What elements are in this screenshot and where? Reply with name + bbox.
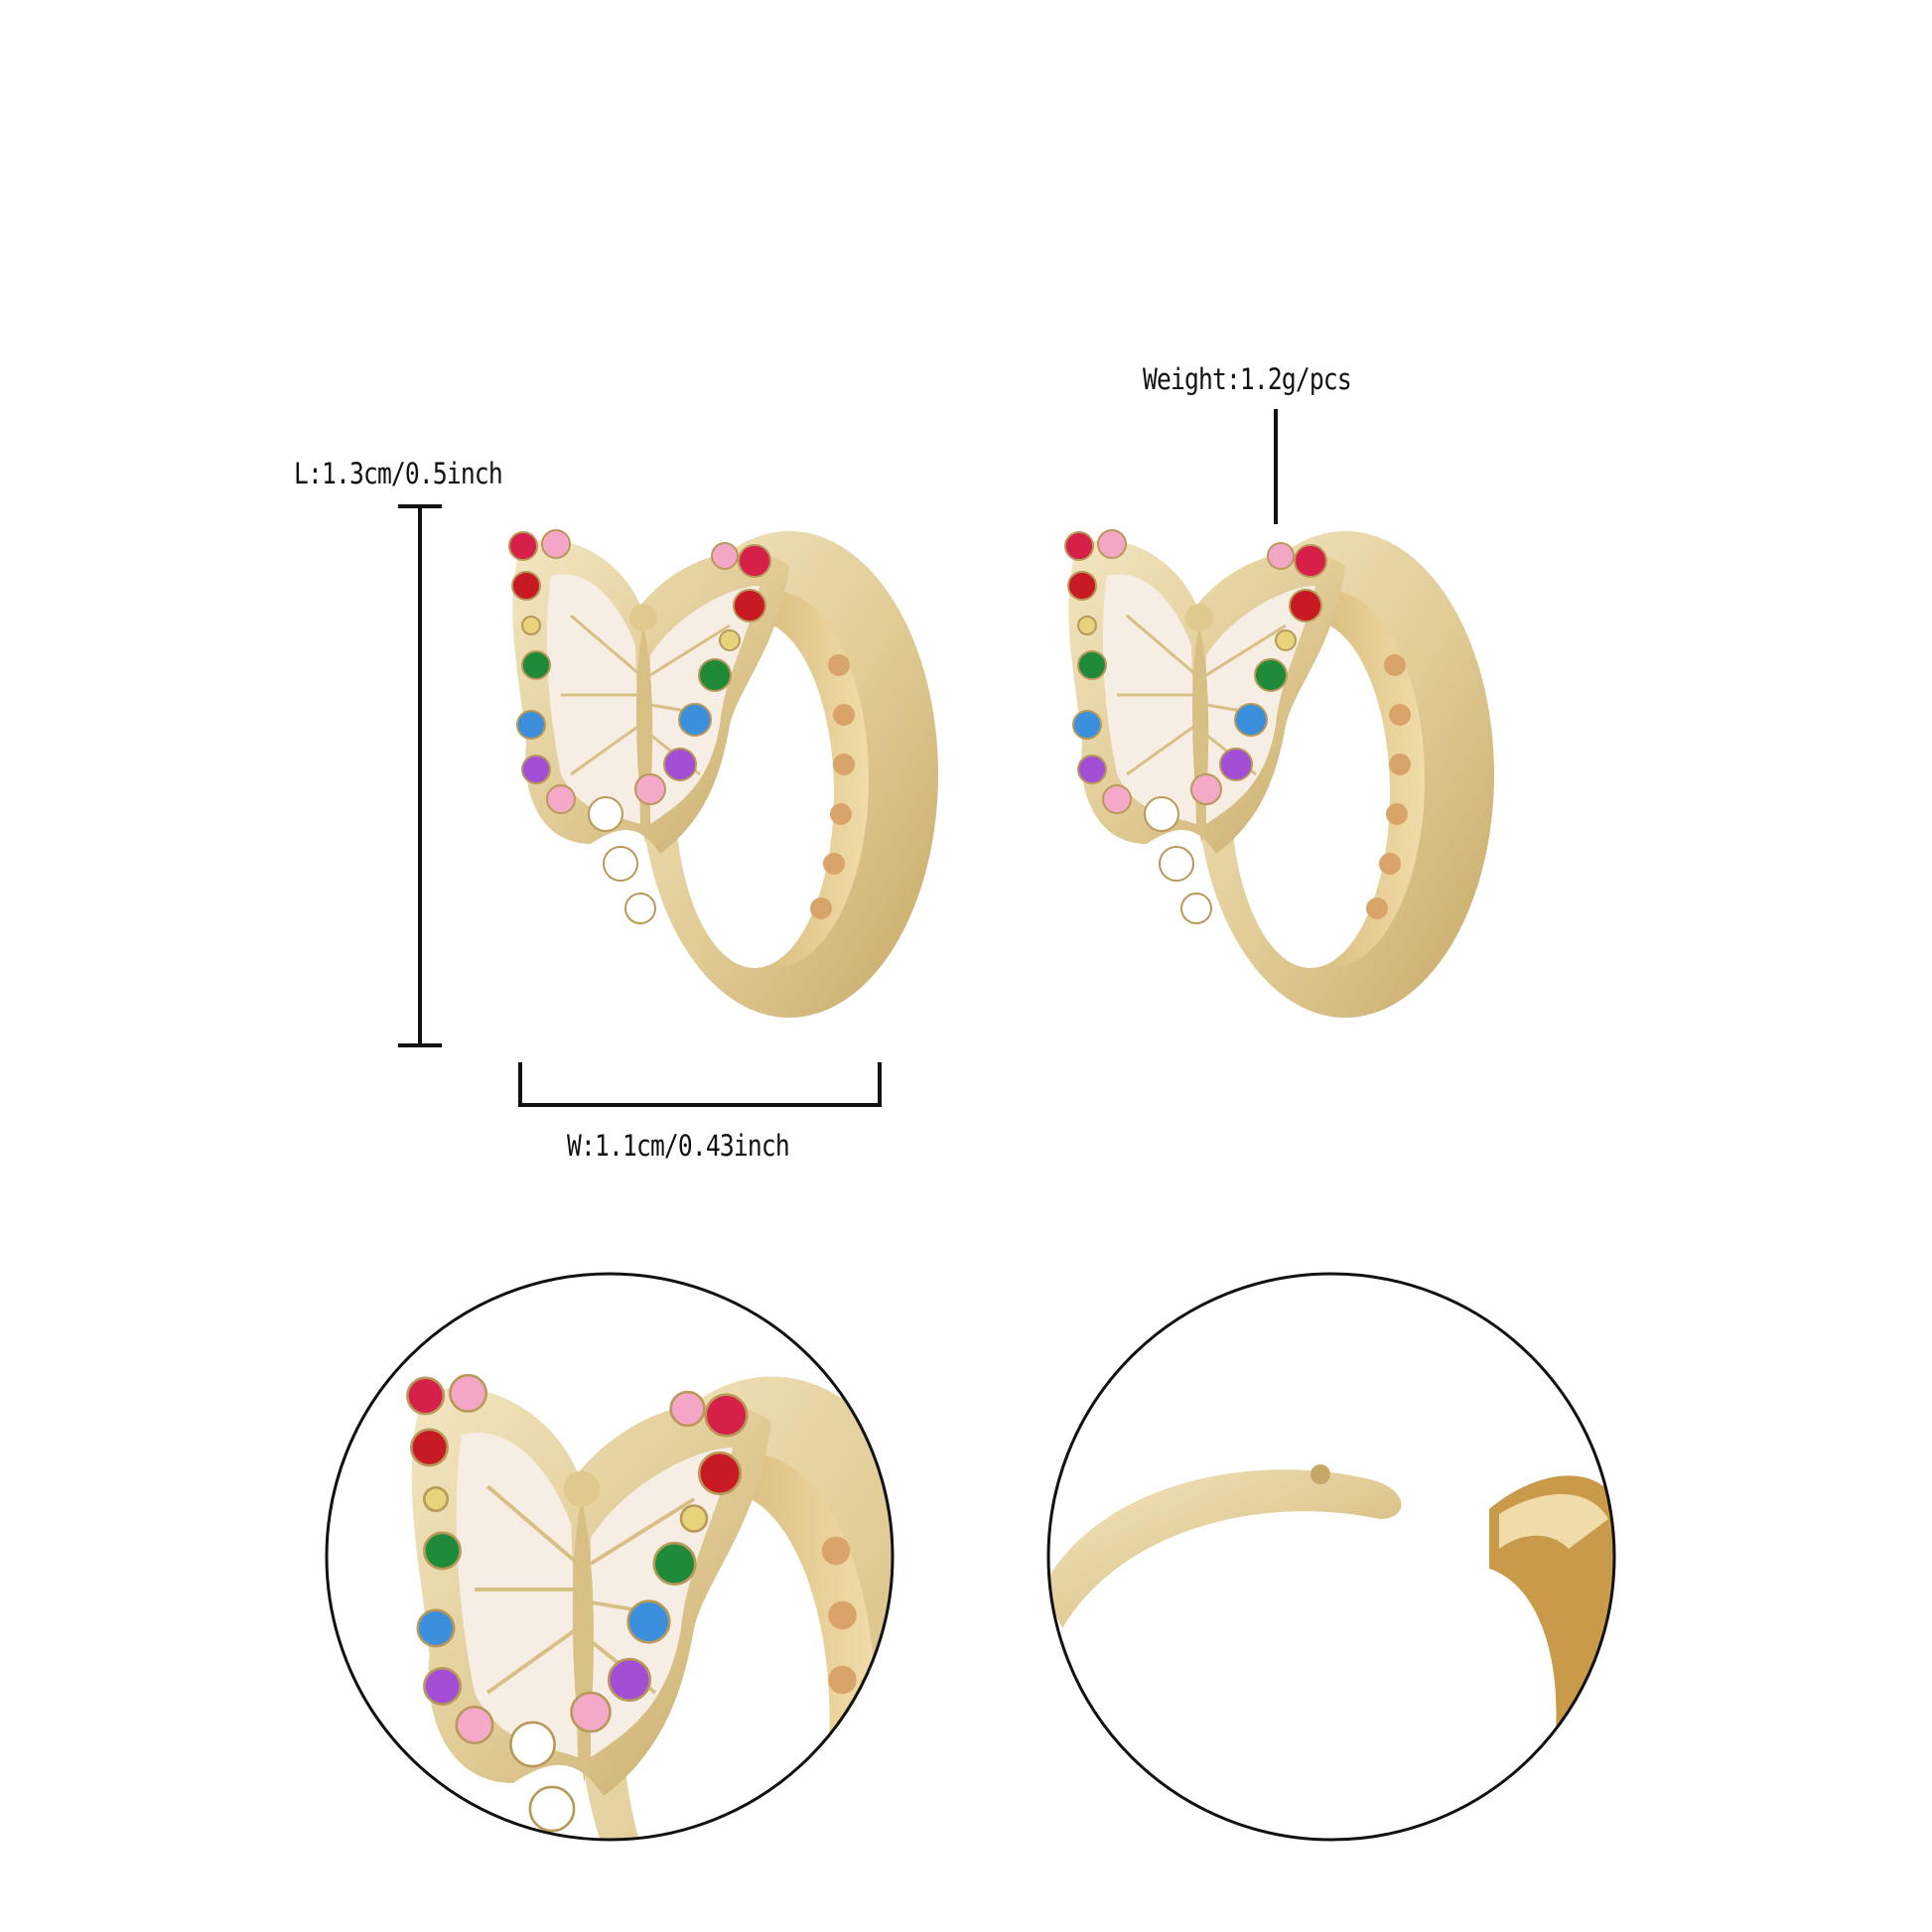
width-label: W:1.1cm/0.43inch (567, 1129, 790, 1163)
right-earring (1063, 528, 1496, 1020)
closeup-circle-right (1046, 1272, 1616, 1842)
length-dimension-line (398, 504, 442, 1047)
length-label: L:1.3cm/0.5inch (294, 457, 503, 490)
butterfly-closeup (405, 1373, 893, 1840)
left-earring (507, 528, 940, 1020)
width-dimension-line (518, 1062, 882, 1107)
hinge-closeup (1048, 1464, 1614, 1787)
closeup-circle-left (325, 1272, 895, 1842)
weight-label: Weight:1.2g/pcs (1143, 362, 1352, 396)
